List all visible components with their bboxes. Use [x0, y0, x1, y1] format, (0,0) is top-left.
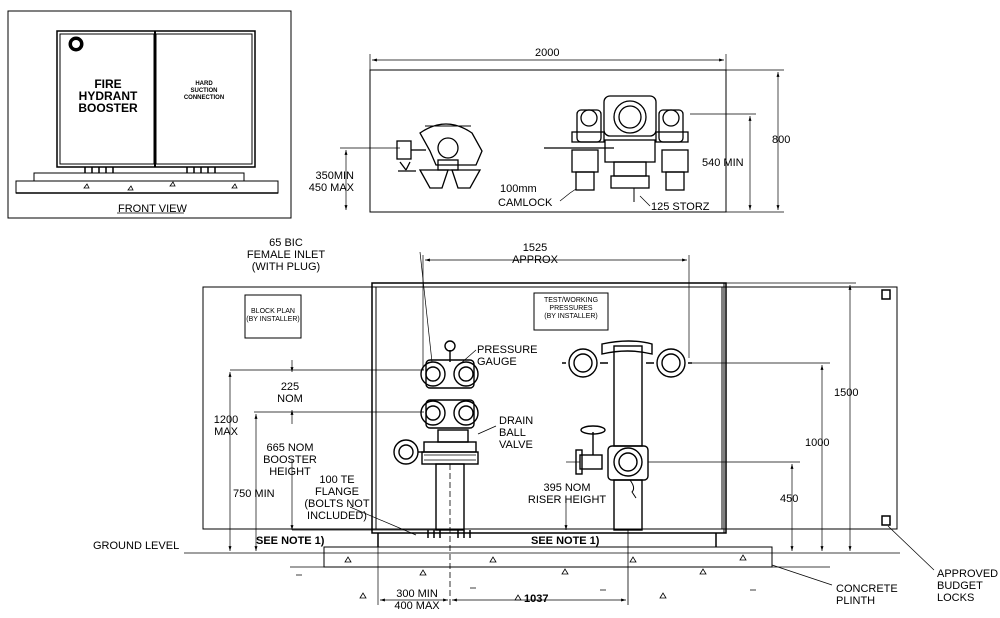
budget-locks-label: APPROVED BUDGET LOCKS	[937, 568, 998, 604]
plinth-line-2: PLINTH	[836, 595, 876, 607]
drain-line-3: VALVE	[499, 439, 533, 451]
booster-height-dim: 665 NOM BOOSTER HEIGHT	[258, 442, 322, 478]
booster-height-line-3: HEIGHT	[269, 466, 311, 478]
budget-lock-bottom	[881, 515, 891, 526]
max-1200-word: MAX	[214, 426, 238, 438]
enclosure-inner	[371, 282, 727, 534]
front-left-label: FIRE HYDRANT BOOSTER	[70, 78, 146, 114]
riser-line-2: RISER HEIGHT	[527, 494, 607, 506]
concrete-plinth	[323, 546, 773, 568]
test-line-2: PRESSURES	[549, 305, 593, 312]
front-right-label: HARD SUCTION CONNECTION	[168, 81, 240, 102]
front-left-line-3: BOOSTER	[78, 101, 138, 115]
front-view	[7, 10, 292, 219]
front-plinth	[33, 172, 245, 182]
dim-450: 450	[780, 493, 799, 505]
depth-800-dim: 800	[772, 134, 791, 146]
flange-line-1: 100 TE	[319, 474, 355, 486]
inlet-line-3: (WITH PLUG)	[251, 261, 321, 273]
flange-line-4: INCLUDED)	[307, 510, 367, 522]
front-left-line-2: HYDRANT	[78, 89, 138, 103]
drain-valve-wheel	[393, 439, 419, 465]
drain-valve-label: DRAIN BALL VALVE	[499, 415, 533, 451]
top-view	[340, 54, 784, 213]
test-line-1: TEST/WORKING	[543, 297, 599, 304]
front-right-line-2: SUCTION	[190, 88, 218, 94]
block-plan-line-1: BLOCK PLAN	[251, 308, 295, 315]
locks-line-1: APPROVED	[937, 568, 999, 580]
ground-level-label: GROUND LEVEL	[93, 540, 180, 552]
gauge-line-1: PRESSURE	[477, 344, 538, 356]
inlet-line-1: 65 BIC	[269, 237, 303, 249]
approx-1525-dim: 1525 APPROX	[505, 242, 565, 266]
width-2000-dim: 2000	[535, 47, 560, 59]
approx-value: 1525	[522, 242, 548, 254]
block-plan-text: BLOCK PLAN (BY INSTALLER)	[246, 308, 300, 324]
test-pressures-box	[533, 292, 609, 331]
riser-height-dim: 395 NOM RISER HEIGHT	[527, 482, 607, 506]
block-plan-line-2: (BY INSTALLER)	[246, 316, 300, 323]
nom-225-word: NOM	[277, 393, 303, 405]
camlock-size: 100mm	[500, 183, 537, 195]
manifold-assembly-top	[544, 95, 689, 202]
budget-lock-top	[881, 289, 891, 300]
booster-inlet-stack	[393, 340, 479, 605]
max-1200-dim: 1200 MAX	[206, 414, 246, 438]
depth-540-dim: 540 MIN	[702, 157, 744, 169]
riser-assembly	[562, 340, 692, 605]
height-350-450-dim: 350MIN 450 MAX	[302, 170, 354, 194]
pressure-gauge-icon	[444, 340, 456, 352]
storz-label: 125 STORZ	[651, 201, 710, 213]
dim-300-400: 300 MIN 400 MAX	[388, 588, 446, 612]
see-note-right: SEE NOTE 1)	[531, 535, 600, 547]
drain-line-2: BALL	[499, 427, 526, 439]
height-min: 350MIN	[315, 170, 354, 182]
approx-word: APPROX	[512, 254, 558, 266]
inlet-assembly-top	[396, 123, 483, 189]
drain-line-1: DRAIN	[499, 415, 534, 427]
plinth-line-1: CONCRETE	[836, 583, 898, 595]
see-note-left: SEE NOTE 1)	[256, 535, 325, 547]
front-right-line-1: HARD	[195, 81, 213, 87]
concrete-plinth-label: CONCRETE PLINTH	[836, 583, 898, 607]
front-right-line-3: CONNECTION	[183, 95, 225, 101]
max-1200-value: 1200	[213, 414, 239, 426]
height-max: 450 MAX	[308, 182, 354, 194]
locks-line-3: LOCKS	[937, 592, 975, 604]
locks-line-2: BUDGET	[937, 580, 983, 592]
dim-1037: 1037	[524, 593, 549, 605]
flange-line-3: (BOLTS NOT	[304, 498, 370, 510]
nom-225-dim: 225 NOM	[270, 381, 310, 405]
inlet-label: 65 BIC FEMALE INLET (WITH PLUG)	[245, 237, 327, 273]
inlet-line-2: FEMALE INLET	[246, 249, 326, 261]
front-left-line-1: FIRE	[94, 77, 122, 91]
dim-400-max: 400 MAX	[394, 600, 440, 612]
nom-225-value: 225	[280, 381, 300, 393]
riser-valve-handle	[580, 425, 606, 435]
block-plan-box	[244, 294, 302, 339]
dim-1000: 1000	[805, 437, 830, 449]
min-750-dim: 750 MIN	[233, 488, 275, 500]
booster-height-line-2: BOOSTER	[263, 454, 317, 466]
test-pressures-text: TEST/WORKING PRESSURES (BY INSTALLER)	[535, 297, 607, 321]
dim-1500: 1500	[834, 387, 859, 399]
dim-300-min: 300 MIN	[396, 588, 438, 600]
flange-label: 100 TE FLANGE (BOLTS NOT INCLUDED)	[300, 474, 374, 522]
riser-line-1: 395 NOM	[543, 482, 591, 494]
front-view-caption: FRONT VIEW	[118, 203, 187, 215]
pressure-gauge-label: PRESSURE GAUGE	[477, 344, 538, 368]
gauge-line-2: GAUGE	[477, 356, 517, 368]
booster-height-line-1: 665 NOM	[266, 442, 314, 454]
flange-line-2: FLANGE	[314, 486, 359, 498]
test-line-3: (BY INSTALLER)	[544, 313, 598, 320]
main-elevation	[184, 251, 935, 605]
camlock-label: CAMLOCK	[498, 197, 553, 209]
